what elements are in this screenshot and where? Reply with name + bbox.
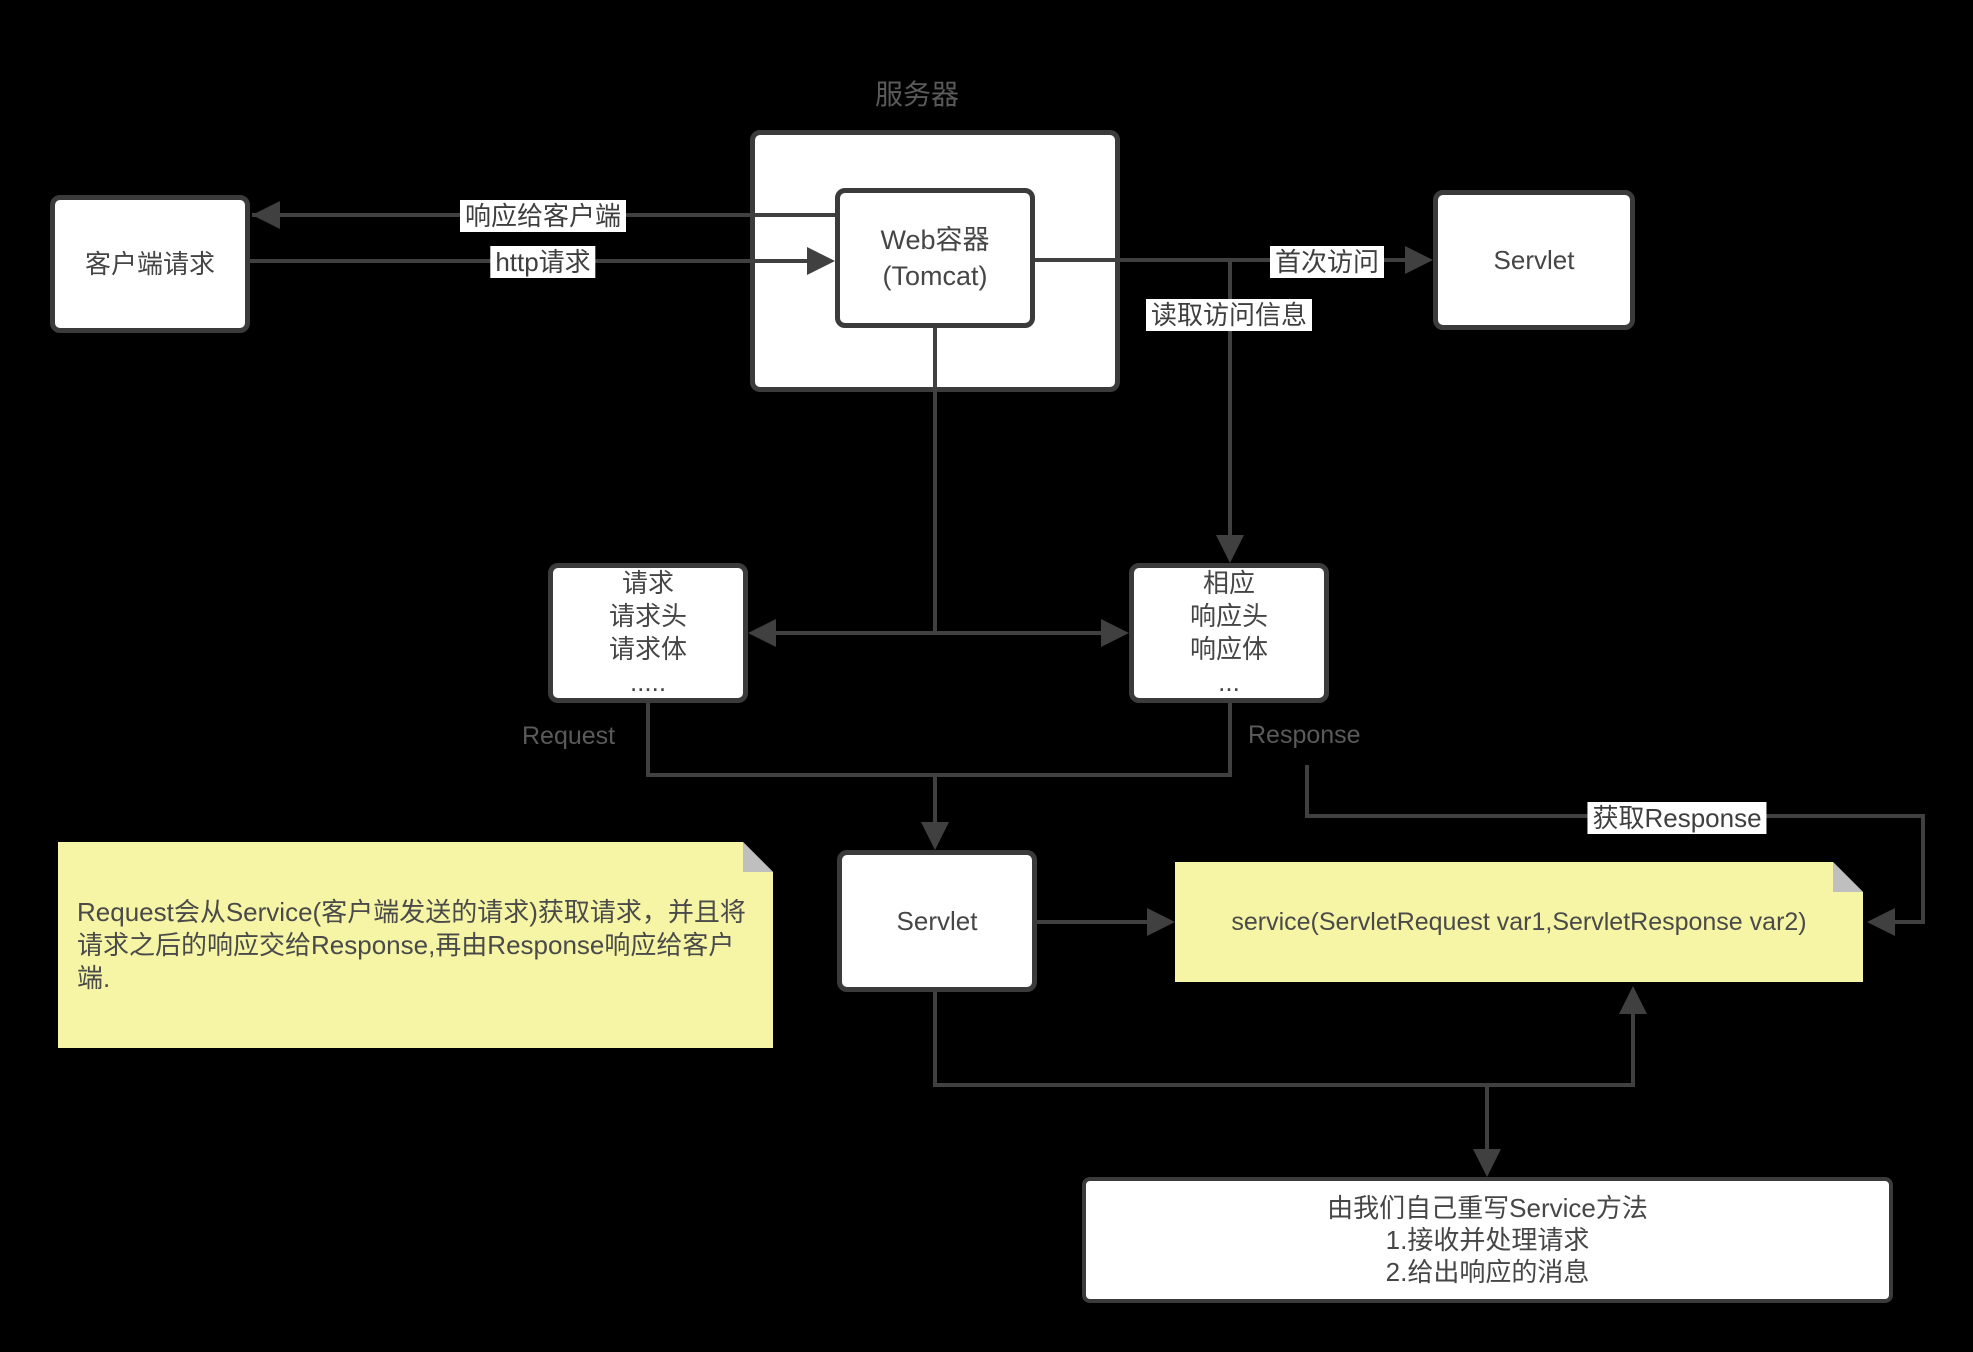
servlet-top-label: Servlet <box>1493 244 1575 275</box>
edge-servlet-bottom-down <box>933 992 937 1087</box>
edge-merge-horizontal <box>648 773 1232 777</box>
edge-label-read-access-info: 读取访问信息 <box>1145 299 1313 331</box>
edge-response-to-getresponse <box>1305 765 1309 818</box>
web-container-box: Web容器 (Tomcat) <box>835 188 1035 328</box>
request-note-fold-icon <box>743 842 773 872</box>
arrowhead-into-client-icon <box>252 201 280 229</box>
client-request-box: 客户端请求 <box>50 195 250 333</box>
arrowhead-into-response-icon <box>1101 619 1129 647</box>
edge-merge-to-servlet <box>933 775 937 826</box>
edge-servlet-to-service <box>1037 920 1149 924</box>
override-method-box: 由我们自己重写Service方法 1.接收并处理请求 2.给出响应的消息 <box>1082 1177 1893 1303</box>
arrowhead-into-service-left-icon <box>1147 908 1175 936</box>
arrowhead-into-response-top-icon <box>1216 535 1244 563</box>
web-container-label-line1: Web容器 <box>880 225 990 255</box>
request-note-line-3: 端. <box>77 962 111 993</box>
response-line-1: 相应 <box>1202 568 1255 598</box>
web-container-label-line2: (Tomcat) <box>882 261 988 291</box>
edge-down-to-override <box>1485 1085 1489 1153</box>
service-method-text: service(ServletRequest var1,ServletRespo… <box>1231 907 1807 936</box>
response-side-label: Response <box>1248 721 1361 749</box>
request-box: 请求 请求头 请求体 ..... <box>548 563 748 703</box>
edge-label-response-to-client: 响应给客户端 <box>459 200 627 232</box>
arrowhead-into-service-right-icon <box>1867 908 1895 936</box>
request-side-label: Request <box>522 722 616 750</box>
edge-response-down <box>1228 703 1232 777</box>
override-line-2: 1.接收并处理请求 <box>1385 1225 1590 1255</box>
request-line-2: 请求头 <box>608 601 687 631</box>
edge-label-first-visit: 首次访问 <box>1269 246 1385 278</box>
edge-webcontainer-down <box>933 328 937 635</box>
servlet-bottom-box: Servlet <box>837 850 1037 992</box>
request-note: Request会从Service(客户端发送的请求)获取请求，并且将 请求之后的… <box>58 842 773 1048</box>
arrowhead-into-webcontainer-icon <box>807 247 835 275</box>
response-line-3: 响应体 <box>1189 634 1268 664</box>
edge-get-response-into-service <box>1893 920 1925 924</box>
override-line-3: 2.给出响应的消息 <box>1385 1257 1590 1287</box>
edge-request-down <box>646 702 650 777</box>
arrowhead-into-service-bottom-icon <box>1619 986 1647 1014</box>
arrowhead-into-servlet-top-icon <box>1405 246 1433 274</box>
server-title: 服务器 <box>874 79 959 110</box>
service-method-note-fold-icon <box>1833 862 1863 892</box>
edge-servlet-bottom-horizontal <box>935 1083 1633 1087</box>
request-line-1: 请求 <box>621 568 674 598</box>
servlet-bottom-label: Servlet <box>896 905 978 936</box>
edge-label-http-request: http请求 <box>490 246 596 278</box>
arrowhead-into-servlet-bottom-icon <box>921 822 949 850</box>
edge-get-response-right-vertical <box>1921 814 1925 924</box>
request-line-3: 请求体 <box>608 634 687 664</box>
servlet-top-box: Servlet <box>1433 190 1635 330</box>
edge-up-to-service <box>1631 1012 1635 1087</box>
client-request-label: 客户端请求 <box>84 248 215 279</box>
request-line-4: ..... <box>629 667 667 697</box>
edge-first-visit <box>1035 258 1407 262</box>
request-note-line-2: 请求之后的响应交给Response,再由Response响应给客户 <box>77 929 735 960</box>
override-line-1: 由我们自己重写Service方法 <box>1327 1193 1648 1223</box>
arrowhead-into-request-icon <box>748 619 776 647</box>
response-box: 相应 响应头 响应体 ... <box>1129 563 1329 703</box>
response-line-4: ... <box>1218 667 1240 697</box>
edge-label-get-response: 获取Response <box>1587 802 1767 834</box>
edge-request-response <box>766 631 1113 635</box>
response-line-2: 响应头 <box>1189 601 1268 631</box>
arrowhead-into-override-box-icon <box>1473 1149 1501 1177</box>
request-note-line-1: Request会从Service(客户端发送的请求)获取请求，并且将 <box>77 896 746 927</box>
service-method-note: service(ServletRequest var1,ServletRespo… <box>1175 862 1863 982</box>
edge-read-access-vertical <box>1228 262 1232 539</box>
